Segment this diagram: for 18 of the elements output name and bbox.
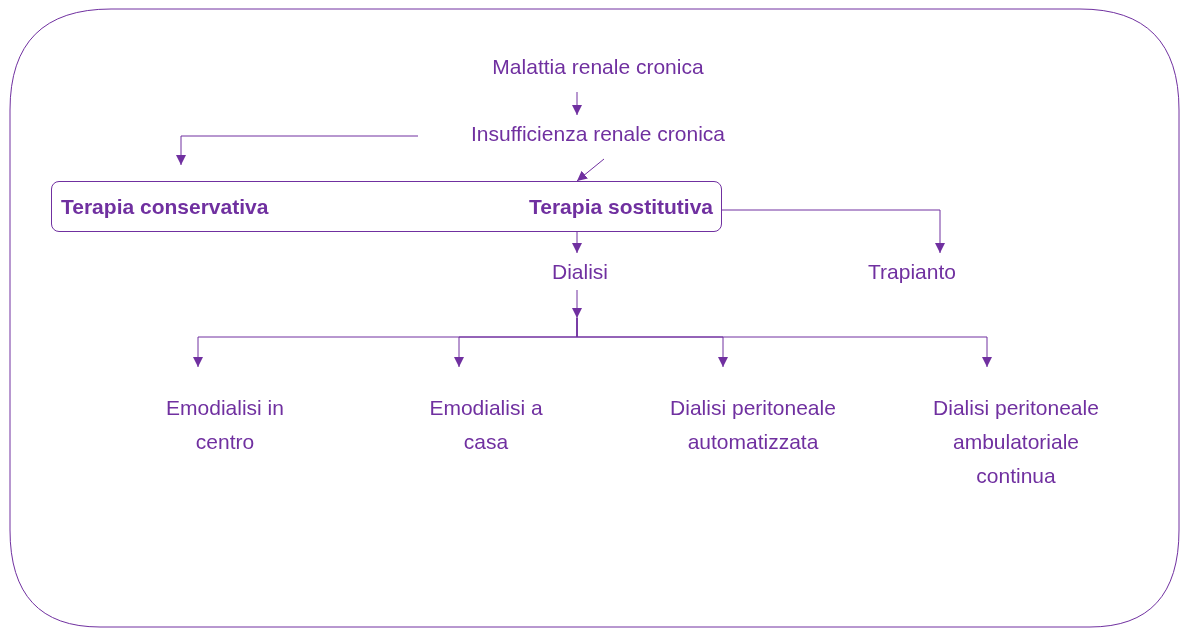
therapy-group-box — [51, 181, 722, 232]
arrow — [576, 158, 605, 182]
node-label: Terapia sostitutiva — [528, 194, 713, 220]
node-label: Terapia conservativa — [61, 194, 270, 220]
node-label: Malattia renale cronica — [491, 54, 705, 80]
arrow — [721, 209, 945, 254]
node-label: Insufficienza renale cronica — [469, 121, 727, 147]
node-label: Emodialisi in centro — [165, 395, 285, 455]
node-label: Dialisi peritoneale ambulatoriale continua — [932, 395, 1100, 489]
arrow — [176, 135, 419, 166]
arrow — [572, 231, 582, 254]
arrow — [572, 91, 582, 116]
arrow — [576, 317, 992, 368]
arrow — [572, 289, 582, 319]
node-label: Trapianto — [867, 259, 957, 285]
node-label: Emodialisi a casa — [428, 395, 544, 455]
node-label: Dialisi peritoneale automatizzata — [669, 395, 837, 455]
node-label: Dialisi — [551, 259, 609, 285]
